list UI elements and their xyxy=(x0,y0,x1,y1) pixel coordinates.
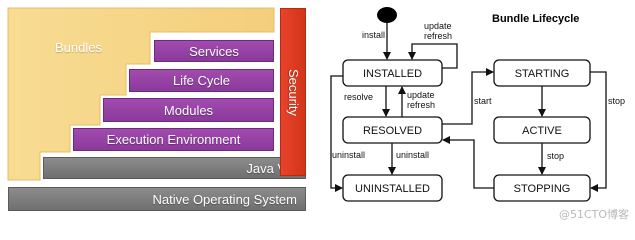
bundles-staircase xyxy=(7,7,275,181)
state-starting: STARTING xyxy=(493,59,591,87)
state-resolved-label: RESOLVED xyxy=(363,125,422,137)
state-installed-label: INSTALLED xyxy=(363,68,422,80)
label-stop-mid: stop xyxy=(547,151,564,161)
label-resolve: resolve xyxy=(344,92,373,102)
java-vm-layer: Java VM xyxy=(43,157,306,179)
modules-layer: Modules xyxy=(103,98,274,122)
state-stopping: STOPPING xyxy=(493,174,591,202)
label-refresh-mid: refresh xyxy=(407,100,435,110)
bundles-label: Bundles xyxy=(55,40,102,55)
life-cycle-label: Life Cycle xyxy=(172,73,231,88)
label-start: start xyxy=(474,96,492,106)
services-layer: Services xyxy=(154,40,274,62)
osgi-architecture-diagram: Bundles Services Life Cycle Modules Exec… xyxy=(0,0,312,224)
execution-environment-label: Execution Environment xyxy=(106,132,241,147)
label-uninstall-left: uninstall xyxy=(332,150,365,160)
transition-stopping-resolved xyxy=(442,136,494,189)
bundles-region xyxy=(7,7,275,181)
initial-state-node xyxy=(377,7,397,23)
transition-uninstall-installed xyxy=(330,75,343,192)
native-os-layer: Native Operating System xyxy=(8,187,306,211)
state-starting-label: STARTING xyxy=(515,68,570,80)
state-active-label: ACTIVE xyxy=(522,125,562,137)
native-os-label: Native Operating System xyxy=(152,191,297,207)
lifecycle-title: Bundle Lifecycle xyxy=(492,13,579,25)
transition-stop-starting xyxy=(590,71,607,192)
modules-label: Modules xyxy=(163,102,214,118)
label-install: install xyxy=(362,30,385,40)
label-update-mid: update xyxy=(407,90,435,100)
state-resolved: RESOLVED xyxy=(342,116,443,144)
label-stop-right: stop xyxy=(608,96,625,106)
state-active: ACTIVE xyxy=(493,116,591,144)
services-label: Services xyxy=(189,43,239,59)
transition-update-refresh-self xyxy=(408,43,458,69)
state-installed: INSTALLED xyxy=(342,59,443,87)
state-uninstalled-label: UNINSTALLED xyxy=(355,183,430,195)
state-stopping-label: STOPPING xyxy=(514,183,571,195)
security-label: Security xyxy=(285,68,301,116)
state-uninstalled: UNINSTALLED xyxy=(342,174,443,202)
label-update-top: update xyxy=(424,21,452,31)
execution-environment-layer: Execution Environment xyxy=(73,128,274,151)
transition-start xyxy=(442,68,494,125)
life-cycle-layer: Life Cycle xyxy=(129,69,274,92)
label-refresh-top: refresh xyxy=(424,31,452,41)
bundle-lifecycle-diagram: Bundle Lifecycle INSTALLED RESOLVED UNIN… xyxy=(330,7,625,202)
label-uninstall-mid: uninstall xyxy=(396,150,429,160)
security-layer: Security xyxy=(280,8,306,176)
watermark: @51CTO博客 xyxy=(558,208,629,221)
